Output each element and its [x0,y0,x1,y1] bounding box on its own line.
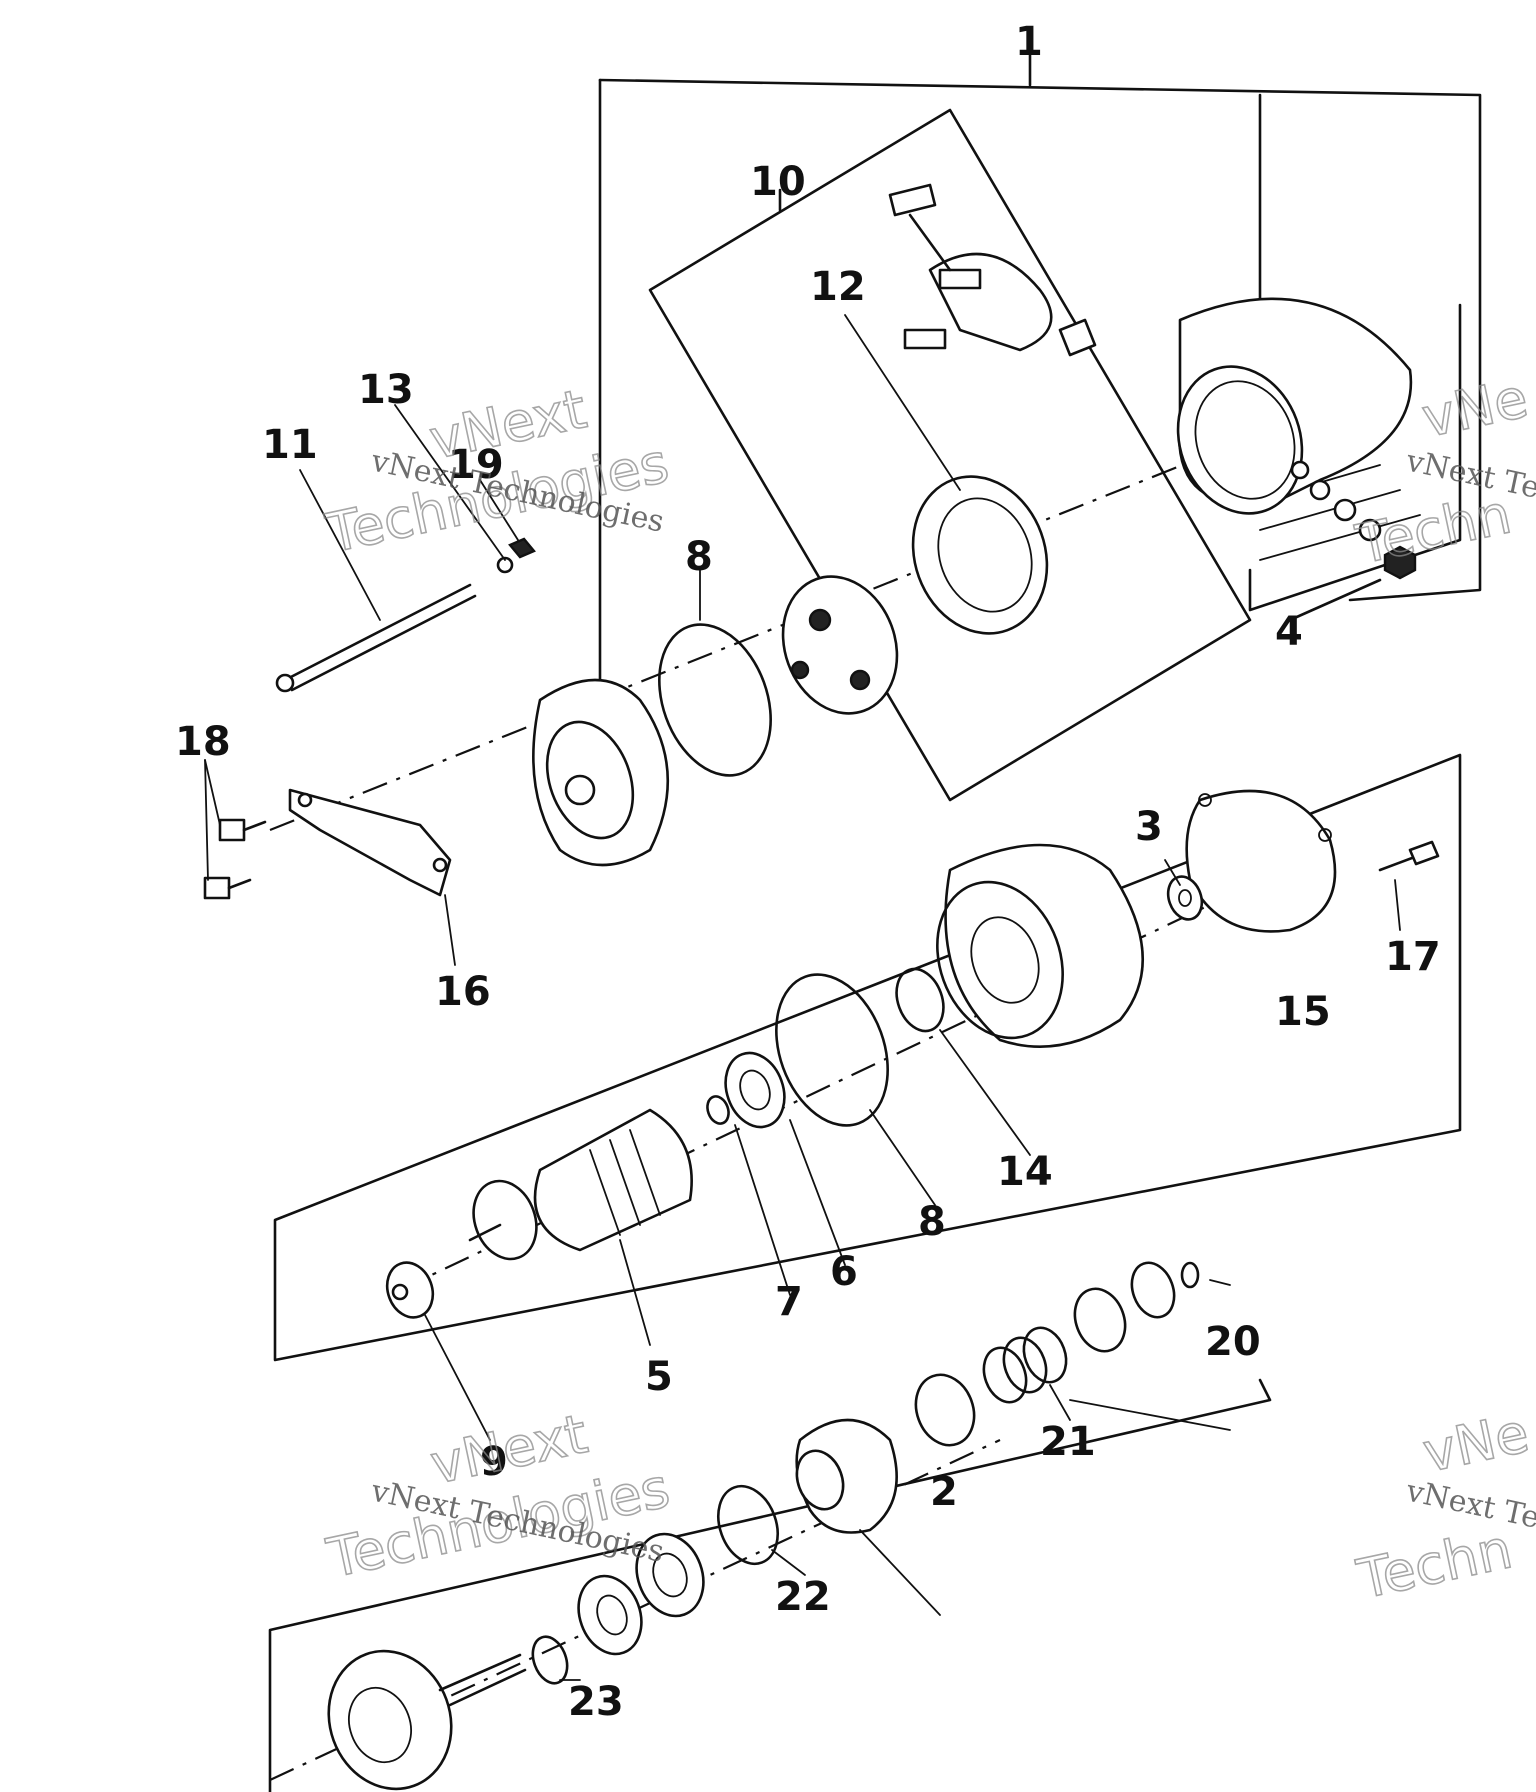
callout-3: 3 [1135,804,1163,850]
rear-cover [532,678,670,867]
callout-20: 20 [1205,1319,1261,1365]
callout-10: 10 [750,159,806,205]
clutch-2 [795,1418,898,1534]
callout-11: 11 [262,422,318,468]
o-ring-14 [895,967,945,1033]
watermark-edge-big-bottom-lower: Techn [1352,1517,1518,1611]
callout-4: 4 [1275,609,1303,655]
bracket-16 [288,788,452,897]
circlip-23 [531,1635,569,1685]
shim-20 [1130,1261,1200,1319]
bearing-6 [724,1051,786,1129]
bolts-18 [203,818,267,900]
o-ring-7 [706,1095,730,1125]
callout-2: 2 [930,1469,958,1515]
callout-6: 6 [830,1249,858,1295]
pinion-gear-shaft [327,1649,527,1791]
washer-3 [1166,875,1204,921]
watermark-edge-big-top-lower: vNe [1418,1401,1534,1485]
terminal-nut-19 [508,537,536,559]
callout-23: 23 [568,1679,624,1725]
o-ring-8-lower [775,973,889,1127]
yoke-housing [1176,297,1413,515]
small-washer-13 [496,556,514,574]
callout-1: 1 [1015,19,1043,65]
bolt-17 [1378,840,1440,872]
snap-ring-22 [717,1484,779,1566]
callout-15: 15 [1275,989,1331,1035]
callout-9: 9 [480,1439,508,1485]
callout-21: 21 [1040,1419,1096,1465]
thrust-washer-9 [385,1261,435,1319]
callout-7: 7 [775,1279,803,1325]
brush-holder-plate-10 [888,183,1097,357]
sleeve [914,1373,976,1447]
watermark-edge-big-top: vNe [1417,366,1533,450]
callout-12: 12 [810,264,866,310]
callout-8-lower: 8 [918,1199,946,1245]
through-bolt-11 [275,583,477,693]
collar-21 [1073,1287,1127,1353]
spring-21 [982,1326,1068,1404]
drive-frame [268,1378,1272,1792]
callout-8-upper: 8 [685,534,713,580]
armature-5 [468,1108,693,1261]
callout-17: 17 [1385,934,1441,980]
callout-14: 14 [997,1149,1053,1195]
brush-ring-12 [911,475,1049,635]
callout-13: 13 [358,367,414,413]
o-ring-8-upper [658,623,772,777]
stop-collar [577,1574,643,1656]
leader-lines [204,314,1401,1681]
gasket-15 [1185,789,1337,933]
callout-5: 5 [645,1354,673,1400]
callout-19: 19 [448,442,504,488]
yoke-washers-4 [1290,460,1417,580]
brush-holder-frame-10 [648,108,1252,802]
brush-holder-assembly [781,575,899,715]
callout-22: 22 [775,1574,831,1620]
assembly-bracket-1 [598,53,1482,682]
callout-18: 18 [175,719,231,765]
callout-16: 16 [435,969,491,1015]
front-housing [936,843,1144,1048]
retainer [635,1532,705,1618]
